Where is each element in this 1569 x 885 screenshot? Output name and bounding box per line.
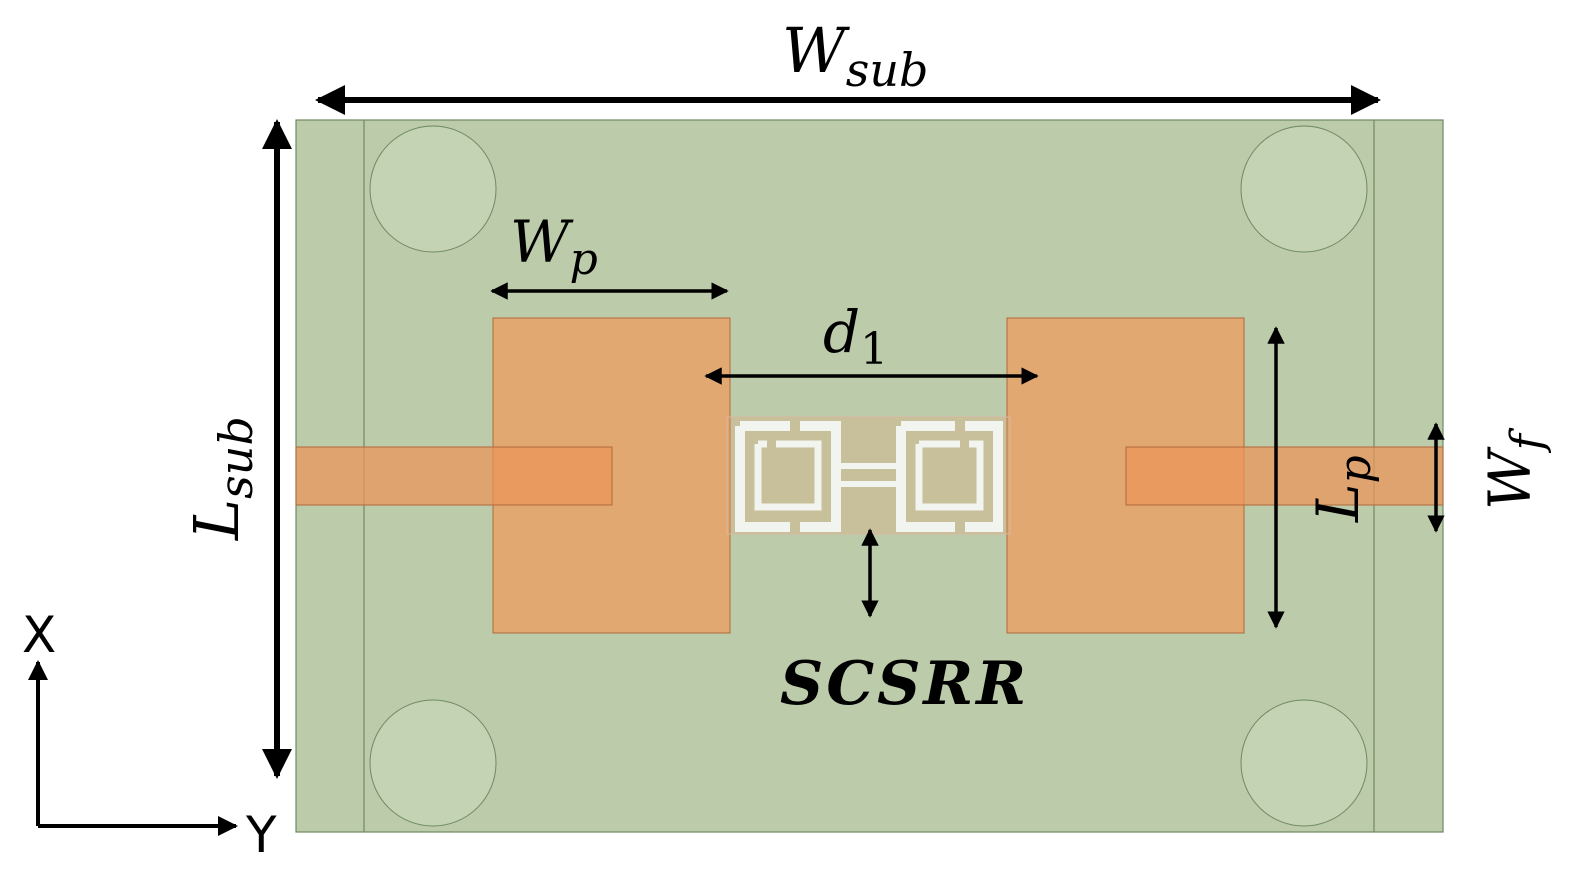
w-sub-label: Wsub [782, 14, 928, 97]
left-feed-line [295, 446, 613, 506]
dimension-arrows [262, 85, 1445, 779]
scsrr-structure [726, 416, 1011, 535]
d-1-label: d1 [823, 298, 888, 375]
right-feed-line [1125, 446, 1444, 506]
l-p-label: Lp [1304, 455, 1381, 523]
via-bottom-right [1240, 699, 1368, 827]
coordinate-axes [28, 660, 238, 836]
via-top-left [369, 125, 497, 253]
mounting-holes [369, 125, 1368, 827]
via-bottom-left [369, 699, 497, 827]
l-sub-label: Lsub [180, 416, 263, 541]
y-axis-label: Y [245, 806, 277, 864]
scsrr-label: SCSRR [780, 649, 1029, 719]
w-f-label: Wf [1476, 427, 1553, 510]
via-top-right [1240, 125, 1368, 253]
w-p-label: Wp [510, 208, 598, 285]
x-axis-label: X [22, 606, 56, 664]
